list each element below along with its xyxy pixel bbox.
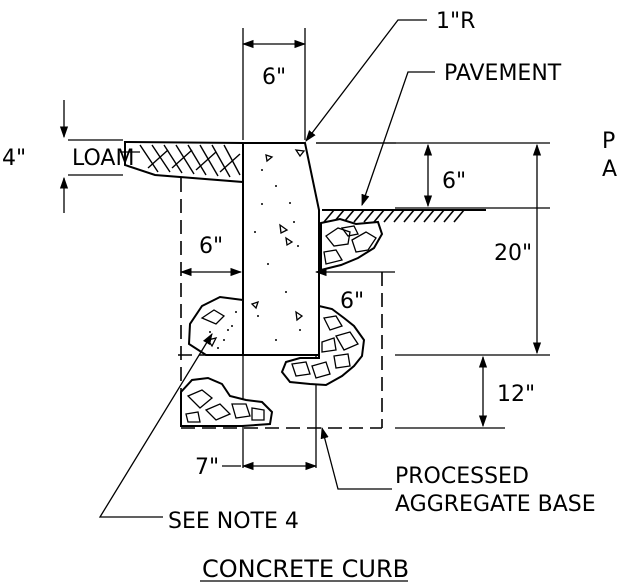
- label-loam: LOAM: [72, 146, 134, 171]
- label-pavement-depth: 6": [442, 169, 466, 194]
- label-radius: 1"R: [436, 9, 475, 34]
- text-labels: 1"R PAVEMENT 6" 4" LOAM 6" 20" 6" 6" 12"…: [2, 9, 617, 583]
- concrete-curb: [242, 142, 320, 356]
- label-curb-top-width: 6": [262, 65, 286, 90]
- gravel-fill: [180, 217, 384, 427]
- leader-note: [98, 333, 213, 518]
- leader-pavement: [361, 71, 435, 207]
- dimension-lines: [59, 39, 542, 471]
- label-see-note: SEE NOTE 4: [168, 509, 299, 534]
- drawing-title: CONCRETE CURB: [202, 555, 409, 583]
- leader-processed: [320, 426, 392, 490]
- label-processed: PROCESSED: [395, 464, 529, 489]
- leader-lines: [98, 19, 435, 518]
- concrete-aggregate-triangles: [250, 149, 306, 322]
- concrete-speckles: [254, 169, 301, 341]
- label-embed-width: 7": [195, 455, 219, 480]
- label-loam-depth: 4": [2, 146, 26, 171]
- label-base-depth: 12": [497, 382, 535, 407]
- label-edge-1: P: [602, 129, 615, 154]
- label-pavement: PAVEMENT: [444, 61, 562, 86]
- label-aggregate-base: AGGREGATE BASE: [395, 492, 596, 517]
- leader-radius: [305, 19, 427, 142]
- extension-lines: [68, 28, 550, 468]
- loam-layer: [124, 140, 244, 184]
- label-edge-2: A: [602, 157, 617, 182]
- label-gravel-left: 6": [199, 234, 223, 259]
- pavement-layer: [316, 142, 486, 223]
- label-gravel-right: 6": [340, 289, 364, 314]
- label-curb-height: 20": [494, 241, 532, 266]
